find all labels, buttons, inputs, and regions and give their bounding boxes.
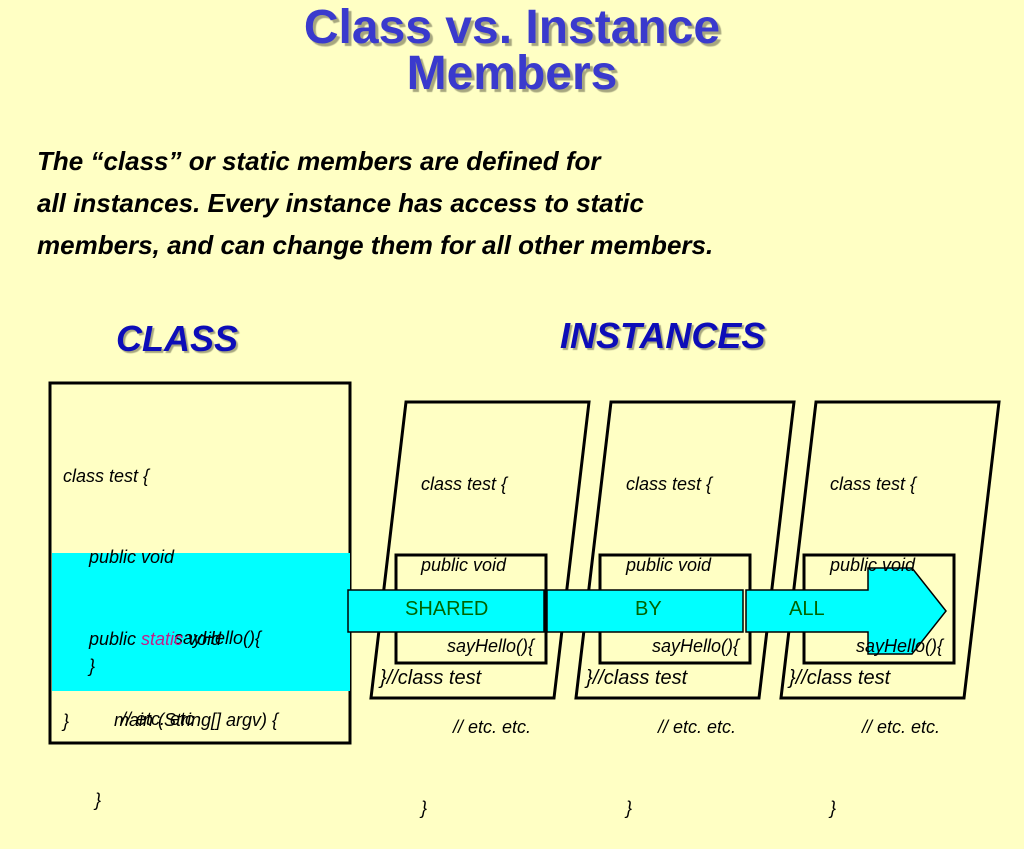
static-suffix: void — [183, 629, 222, 649]
instance-1-line-5: } — [421, 798, 428, 818]
class-code-line-1: class test { — [63, 466, 150, 486]
instances-heading: INSTANCES — [560, 315, 766, 356]
instance-2-line-4: // etc. etc. — [658, 717, 737, 737]
static-keyword: static — [141, 629, 184, 649]
arrow-segment-1 — [347, 589, 545, 633]
arrow-label-shared: SHARED — [405, 598, 489, 620]
instance-1-line-1: class test { — [421, 474, 508, 494]
arrow-segment-2 — [546, 589, 744, 633]
class-instance-diagram — [48, 381, 1001, 745]
instance-1-line-3: sayHello(){ — [447, 636, 535, 656]
static-prefix: public — [89, 629, 142, 649]
static-shared-band — [52, 553, 350, 691]
instance-3-line-2: public void — [830, 555, 916, 575]
instance-2-line-5: } — [626, 798, 633, 818]
instance-2-line-3: sayHello(){ — [652, 636, 740, 656]
instance-code-2: class test { public void sayHello(){ // … — [626, 417, 739, 849]
instance-1-footer: }//class test — [380, 667, 482, 689]
title-line-2: Members — [406, 47, 618, 100]
instance-code-1: class test { public void sayHello(){ // … — [421, 417, 534, 849]
arrow-head-segment — [745, 567, 947, 655]
intro-paragraph: The “class” or static members are define… — [37, 140, 997, 266]
class-code-line-3: sayHello(){ — [174, 628, 262, 648]
class-close: } — [63, 711, 70, 731]
class-code-line-5: } — [95, 790, 102, 810]
class-code-line-2: public void — [89, 547, 175, 567]
instance-3-line-1: class test { — [830, 474, 917, 494]
arrow-label-all: ALL — [789, 598, 825, 620]
title-line-1: Class vs. Instance — [303, 1, 721, 54]
instance-3-line-4: // etc. etc. — [862, 717, 941, 737]
slide-title: Class vs. Instance Members — [0, 0, 1024, 100]
class-heading: CLASS — [116, 318, 239, 359]
intro-line-1: The “class” or static members are define… — [37, 146, 601, 176]
arrow-label-by: BY — [635, 598, 662, 620]
instance-3-line-3: sayHello(){ — [856, 636, 944, 656]
instance-code-3: class test { public void sayHello(){ // … — [830, 417, 943, 849]
main-close: } — [89, 656, 96, 676]
intro-line-2: all instances. Every instance has access… — [37, 188, 644, 218]
static-main-code: public static void main (String[] argv) … — [89, 572, 278, 761]
instance-2-footer: }//class test — [586, 667, 688, 689]
instance-3-line-5: } — [830, 798, 837, 818]
instance-2-line-2: public void — [626, 555, 712, 575]
instance-1-line-4: // etc. etc. — [453, 717, 532, 737]
instance-2-line-1: class test { — [626, 474, 713, 494]
instance-3-footer: }//class test — [789, 667, 891, 689]
static-line: public static void — [89, 626, 278, 653]
intro-line-3: members, and can change them for all oth… — [37, 230, 714, 260]
class-code-line-4: // etc. etc — [121, 709, 195, 729]
main-line: main (String[] argv) { — [114, 710, 279, 730]
instance-1-line-2: public void — [421, 555, 507, 575]
